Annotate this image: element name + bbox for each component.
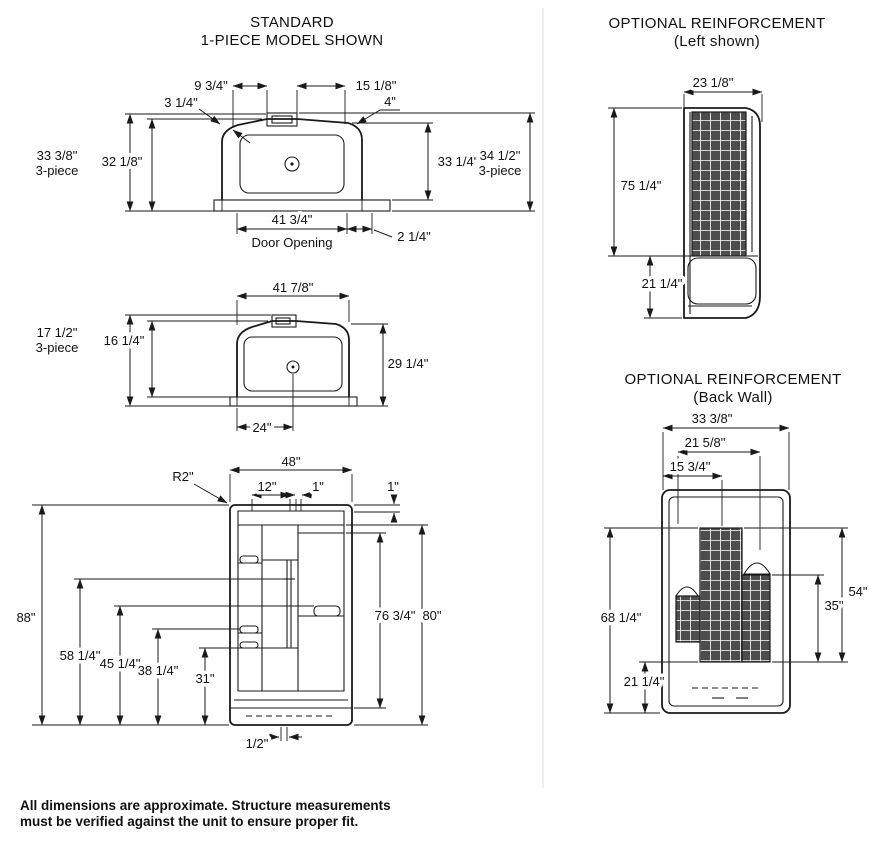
standard-title-line2: 1-PIECE MODEL SHOWN — [201, 32, 384, 49]
front-dimensions — [32, 466, 428, 741]
plan-large-linework — [213, 112, 391, 212]
plan-large-dim-right-outer: 34 1/2" — [480, 148, 521, 163]
front-dim-80: 80" — [422, 608, 441, 623]
plan-large-dim-right-inner: 33 1/4" — [438, 154, 479, 169]
reinforcement-back-title-line1: OPTIONAL REINFORCEMENT — [625, 371, 842, 388]
plan-large-dim-top-right: 15 1/8" — [356, 78, 397, 93]
back-dimensions — [604, 424, 848, 714]
plan-large-right-outer-note: 3-piece — [479, 163, 522, 178]
plan-small-dim-left-inner: 16 1/4" — [104, 333, 145, 348]
plan-small-dim-right: 29 1/4" — [388, 356, 429, 371]
front-dim-38: 38 1/4" — [138, 663, 179, 678]
back-soap-dish-left — [675, 586, 699, 597]
back-dim-35: 35" — [824, 598, 843, 613]
front-left-shelf-2 — [239, 625, 259, 634]
plan-small-flange — [229, 396, 358, 407]
front-dim-radius: R2" — [172, 469, 194, 484]
front-left-shelf-1 — [239, 555, 259, 564]
back-dim-15: 15 3/4" — [670, 459, 711, 474]
front-dim-width: 48" — [281, 454, 300, 469]
back-reinforcement-right — [741, 574, 771, 663]
plan-small-dim-bottom: 24" — [252, 420, 271, 435]
front-dim-1-left: 1" — [312, 479, 324, 494]
plan-small-dim-top: 41 7/8" — [273, 280, 314, 295]
plan-small-dimensions — [125, 292, 388, 431]
back-reinforcement-center — [699, 527, 743, 663]
back-soap-dish-right — [743, 562, 771, 575]
footnote-line2: must be verified against the unit to ens… — [20, 814, 358, 829]
plan-small-ledge — [271, 314, 297, 328]
plan-small-dim-left-outer: 17 1/2" — [37, 325, 78, 340]
front-right-soap-dish — [313, 605, 341, 617]
plan-large-dim-corner-right: 4" — [384, 94, 396, 109]
back-linework — [661, 489, 791, 714]
front-dim-1-right: 1" — [387, 479, 399, 494]
side-seat — [687, 257, 757, 305]
front-dim-half: 1/2" — [246, 736, 269, 751]
plan-large-flange — [213, 199, 391, 212]
back-dim-21-25: 21 1/4" — [624, 674, 665, 689]
side-outline — [683, 107, 761, 319]
reinforcement-left-title-line2: (Left shown) — [674, 33, 760, 50]
plan-large-dim-left-inner: 32 1/8" — [102, 154, 143, 169]
plan-large-dimensions — [125, 82, 535, 238]
back-dim-33: 33 3/8" — [692, 411, 733, 426]
front-dim-31: 31" — [195, 671, 214, 686]
side-reinforcement-hatch — [691, 111, 747, 257]
front-dim-58: 58 1/4" — [60, 648, 101, 663]
side-dimensions — [608, 88, 763, 319]
front-dim-76: 76 3/4" — [375, 608, 416, 623]
back-outline — [661, 489, 791, 714]
back-dim-21-5: 21 5/8" — [685, 435, 726, 450]
plan-small-linework — [229, 314, 358, 407]
front-left-shelf-3 — [239, 641, 259, 649]
back-reinforcement-left — [675, 595, 701, 643]
front-outline — [229, 504, 353, 726]
plan-large-ledge — [266, 112, 298, 127]
standard-title-line1: STANDARD — [250, 14, 334, 31]
plan-large-dim-offset: 2 1/4" — [397, 229, 431, 244]
plan-large-dim-corner-left: 3 1/4" — [164, 95, 198, 110]
front-linework — [229, 504, 353, 726]
plan-large-door-label: Door Opening — [252, 235, 333, 250]
plan-large-dim-left-outer: 33 3/8" — [37, 148, 78, 163]
plan-large-left-outer-note: 3-piece — [36, 163, 79, 178]
side-dim-width: 23 1/8" — [693, 75, 734, 90]
footnote-line1: All dimensions are approximate. Structur… — [20, 798, 391, 813]
front-dim-88: 88" — [16, 610, 35, 625]
plan-large-dim-top-left: 9 3/4" — [194, 78, 228, 93]
plan-large-dim-door: 41 3/4" — [272, 212, 313, 227]
front-dim-12: 12" — [257, 479, 276, 494]
reinforcement-left-title-line1: OPTIONAL REINFORCEMENT — [609, 15, 826, 32]
side-dim-75: 75 1/4" — [621, 178, 662, 193]
back-dim-68: 68 1/4" — [601, 610, 642, 625]
plan-small-drain — [286, 360, 300, 374]
back-dim-54: 54" — [848, 584, 867, 599]
front-dim-45: 45 1/4" — [100, 656, 141, 671]
reinforcement-back-title-line2: (Back Wall) — [693, 389, 772, 406]
side-linework — [683, 107, 761, 319]
side-dim-21: 21 1/4" — [642, 276, 683, 291]
plan-small-left-outer-note: 3-piece — [36, 340, 79, 355]
plan-large-drain — [284, 156, 300, 172]
